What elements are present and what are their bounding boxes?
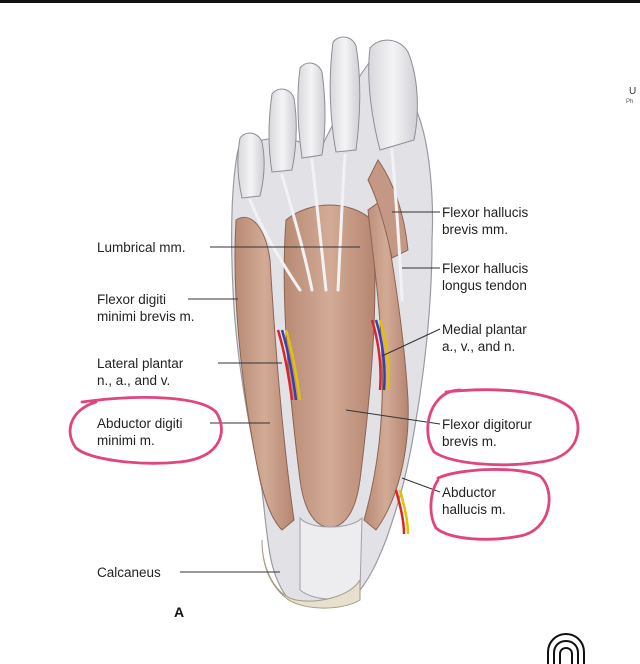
great-toe xyxy=(368,39,418,151)
tendons xyxy=(248,148,404,302)
annotations xyxy=(68,388,580,541)
second-toe xyxy=(329,36,361,153)
label-lumbrical: Lumbrical mm. xyxy=(97,240,186,255)
label-flexor-digitorum-brevis: Flexor digitorur brevis m. xyxy=(442,417,533,449)
plantar-aponeurosis xyxy=(299,516,363,600)
abductor-hallucis-muscle xyxy=(363,199,409,531)
third-toe xyxy=(297,62,326,159)
label-abductor-hallucis: Abductor hallucis m. xyxy=(442,485,506,517)
label-abductor-digiti-minimi: Abductor digiti minimi m. xyxy=(97,416,183,448)
annotation-flexor-digitorum xyxy=(426,388,580,467)
abductor-digiti-minimi-muscle xyxy=(234,217,295,531)
muscles xyxy=(234,159,409,531)
lateral-vessels xyxy=(276,329,302,401)
corner-letter: U xyxy=(629,86,637,97)
label-flexor-hallucis-brevis: Flexor hallucis brevis mm. xyxy=(442,205,529,237)
label-flexor-hallucis-longus: Flexor hallucis longus tendon xyxy=(442,261,529,293)
label-flexor-digiti-minimi: Flexor digiti minimi brevis m. xyxy=(97,292,195,324)
leader-lines xyxy=(180,211,441,573)
label-lateral-plantar: Lateral plantar n., a., and v. xyxy=(97,356,184,388)
annotation-abductor-digiti xyxy=(68,396,223,465)
label-calcaneus: Calcaneus xyxy=(97,565,161,580)
toes xyxy=(237,36,418,199)
calcaneus-bone xyxy=(261,539,361,609)
corner-subtext: Ph xyxy=(626,99,634,105)
fifth-toe xyxy=(237,132,265,199)
hallucis-vessels xyxy=(394,489,410,535)
annotation-abductor-hallucis xyxy=(429,468,551,541)
panel-letter: A xyxy=(174,604,185,620)
label-medial-plantar: Medial plantar a., v., and n. xyxy=(442,322,527,354)
fingerprint-logo-icon xyxy=(547,632,585,664)
fourth-toe xyxy=(268,88,297,173)
top-border xyxy=(0,0,640,3)
